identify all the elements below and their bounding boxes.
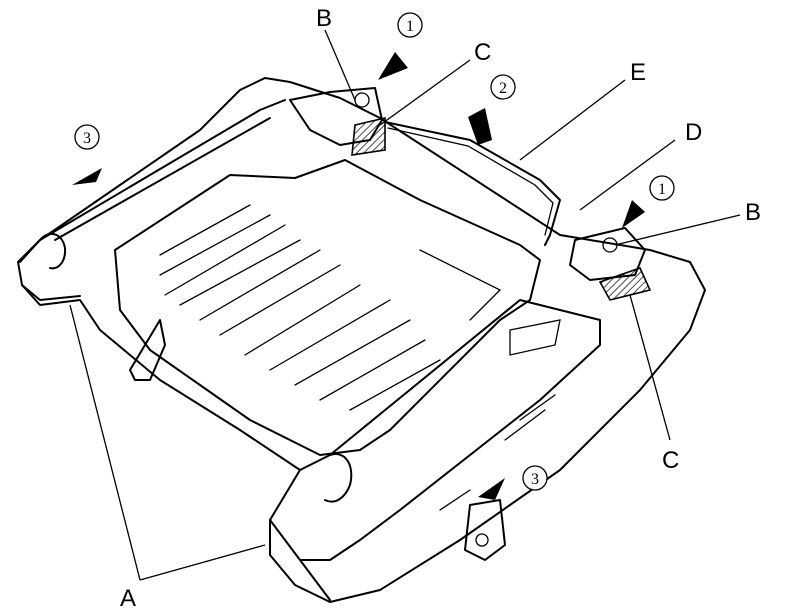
step-marker-left-rail: 3: [74, 124, 100, 150]
step-marker-top-b: 1: [397, 12, 423, 38]
step-marker-right-b: 1: [649, 175, 675, 201]
top-bracket: [289, 87, 386, 156]
step-marker-front-rail: 3: [522, 465, 548, 491]
label-a: A: [120, 585, 136, 612]
label-c-bottom: C: [662, 447, 679, 474]
label-d: D: [685, 119, 702, 146]
label-e: E: [630, 59, 646, 86]
step-number: 1: [658, 181, 666, 198]
label-c-top: C: [474, 39, 491, 66]
seat-cushion: [17, 77, 706, 603]
right-bracket: [569, 227, 652, 301]
step-number: 3: [531, 471, 539, 488]
step-number: 2: [499, 80, 507, 97]
leader-lines: [69, 29, 741, 581]
wire-harness-e: [384, 121, 561, 246]
step-number: 3: [83, 130, 91, 147]
label-b-top: B: [316, 5, 332, 32]
step-number: 1: [406, 18, 414, 35]
label-b-right: B: [745, 199, 761, 226]
step-marker-harness: 2: [490, 74, 516, 100]
arrow-icon: [72, 52, 645, 500]
